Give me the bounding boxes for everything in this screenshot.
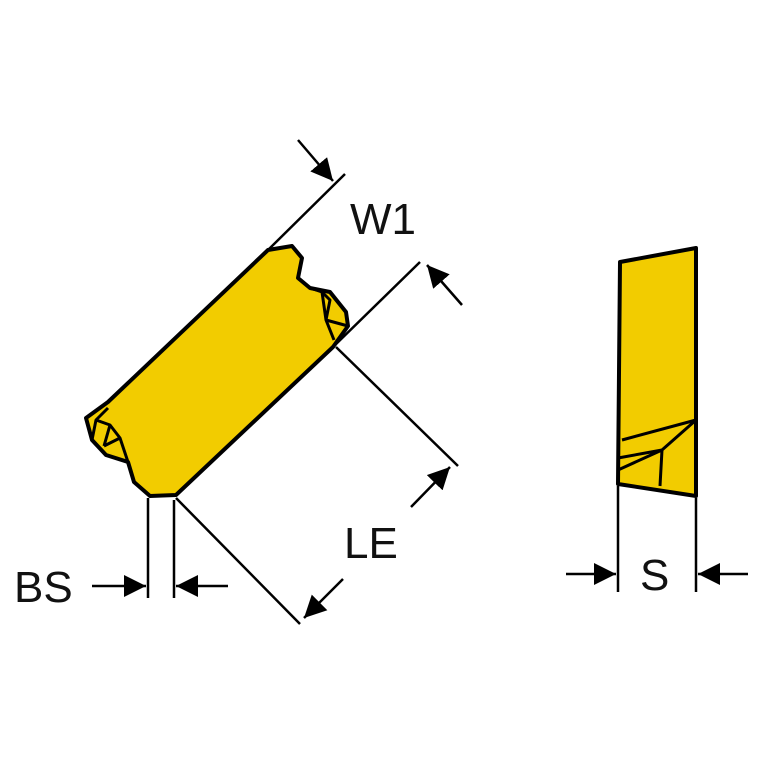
w1-arrow-lower bbox=[426, 264, 463, 306]
le-extension-line-lower bbox=[175, 497, 301, 625]
w1-extension-line-lower bbox=[332, 261, 421, 348]
lower-chipbreaker bbox=[90, 406, 130, 463]
w1-arrow-upper bbox=[297, 139, 334, 182]
le-arrow-lower bbox=[303, 578, 344, 619]
label-le: LE bbox=[344, 519, 398, 568]
label-w1: W1 bbox=[350, 195, 416, 244]
upper-chipbreaker bbox=[297, 276, 349, 341]
insert-top-view bbox=[84, 139, 463, 625]
label-bs: BS bbox=[14, 563, 73, 612]
le-arrow-upper bbox=[410, 466, 451, 508]
insert-body bbox=[84, 244, 350, 498]
w1-extension-line-upper bbox=[267, 173, 346, 251]
side-chip-detail bbox=[617, 418, 697, 487]
insert-side-view bbox=[566, 246, 748, 592]
le-extension-line-upper bbox=[335, 346, 459, 467]
label-s: S bbox=[640, 551, 669, 600]
side-body bbox=[616, 246, 698, 498]
